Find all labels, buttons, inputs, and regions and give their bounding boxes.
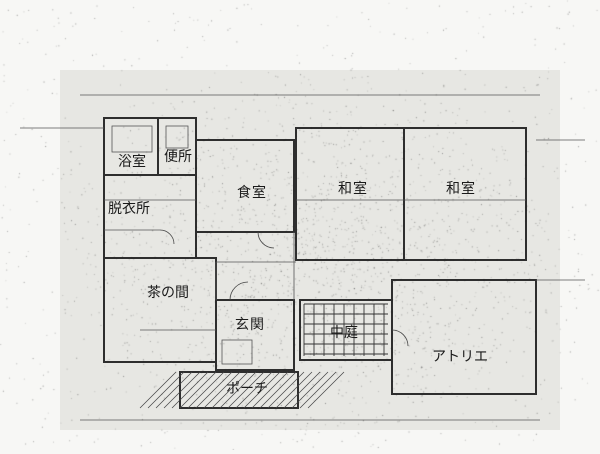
copy-noise xyxy=(60,70,560,430)
room-label-bath: 浴室 xyxy=(118,154,146,170)
room-label-washroom: 脱衣所 xyxy=(108,201,150,217)
room-label-nakaniwa: 中庭 xyxy=(330,325,358,341)
room-label-porch: ポーチ xyxy=(226,381,268,397)
room-label-atelier: アトリエ xyxy=(432,349,488,365)
room-label-dining: 食室 xyxy=(237,185,267,201)
room-label-washitsu-1: 和室 xyxy=(338,181,368,197)
room-label-washitsu-2: 和室 xyxy=(446,181,476,197)
room-label-genkan: 玄関 xyxy=(235,317,265,333)
room-label-toilet: 便所 xyxy=(164,149,192,165)
room-label-chanoma: 茶の間 xyxy=(147,285,189,301)
